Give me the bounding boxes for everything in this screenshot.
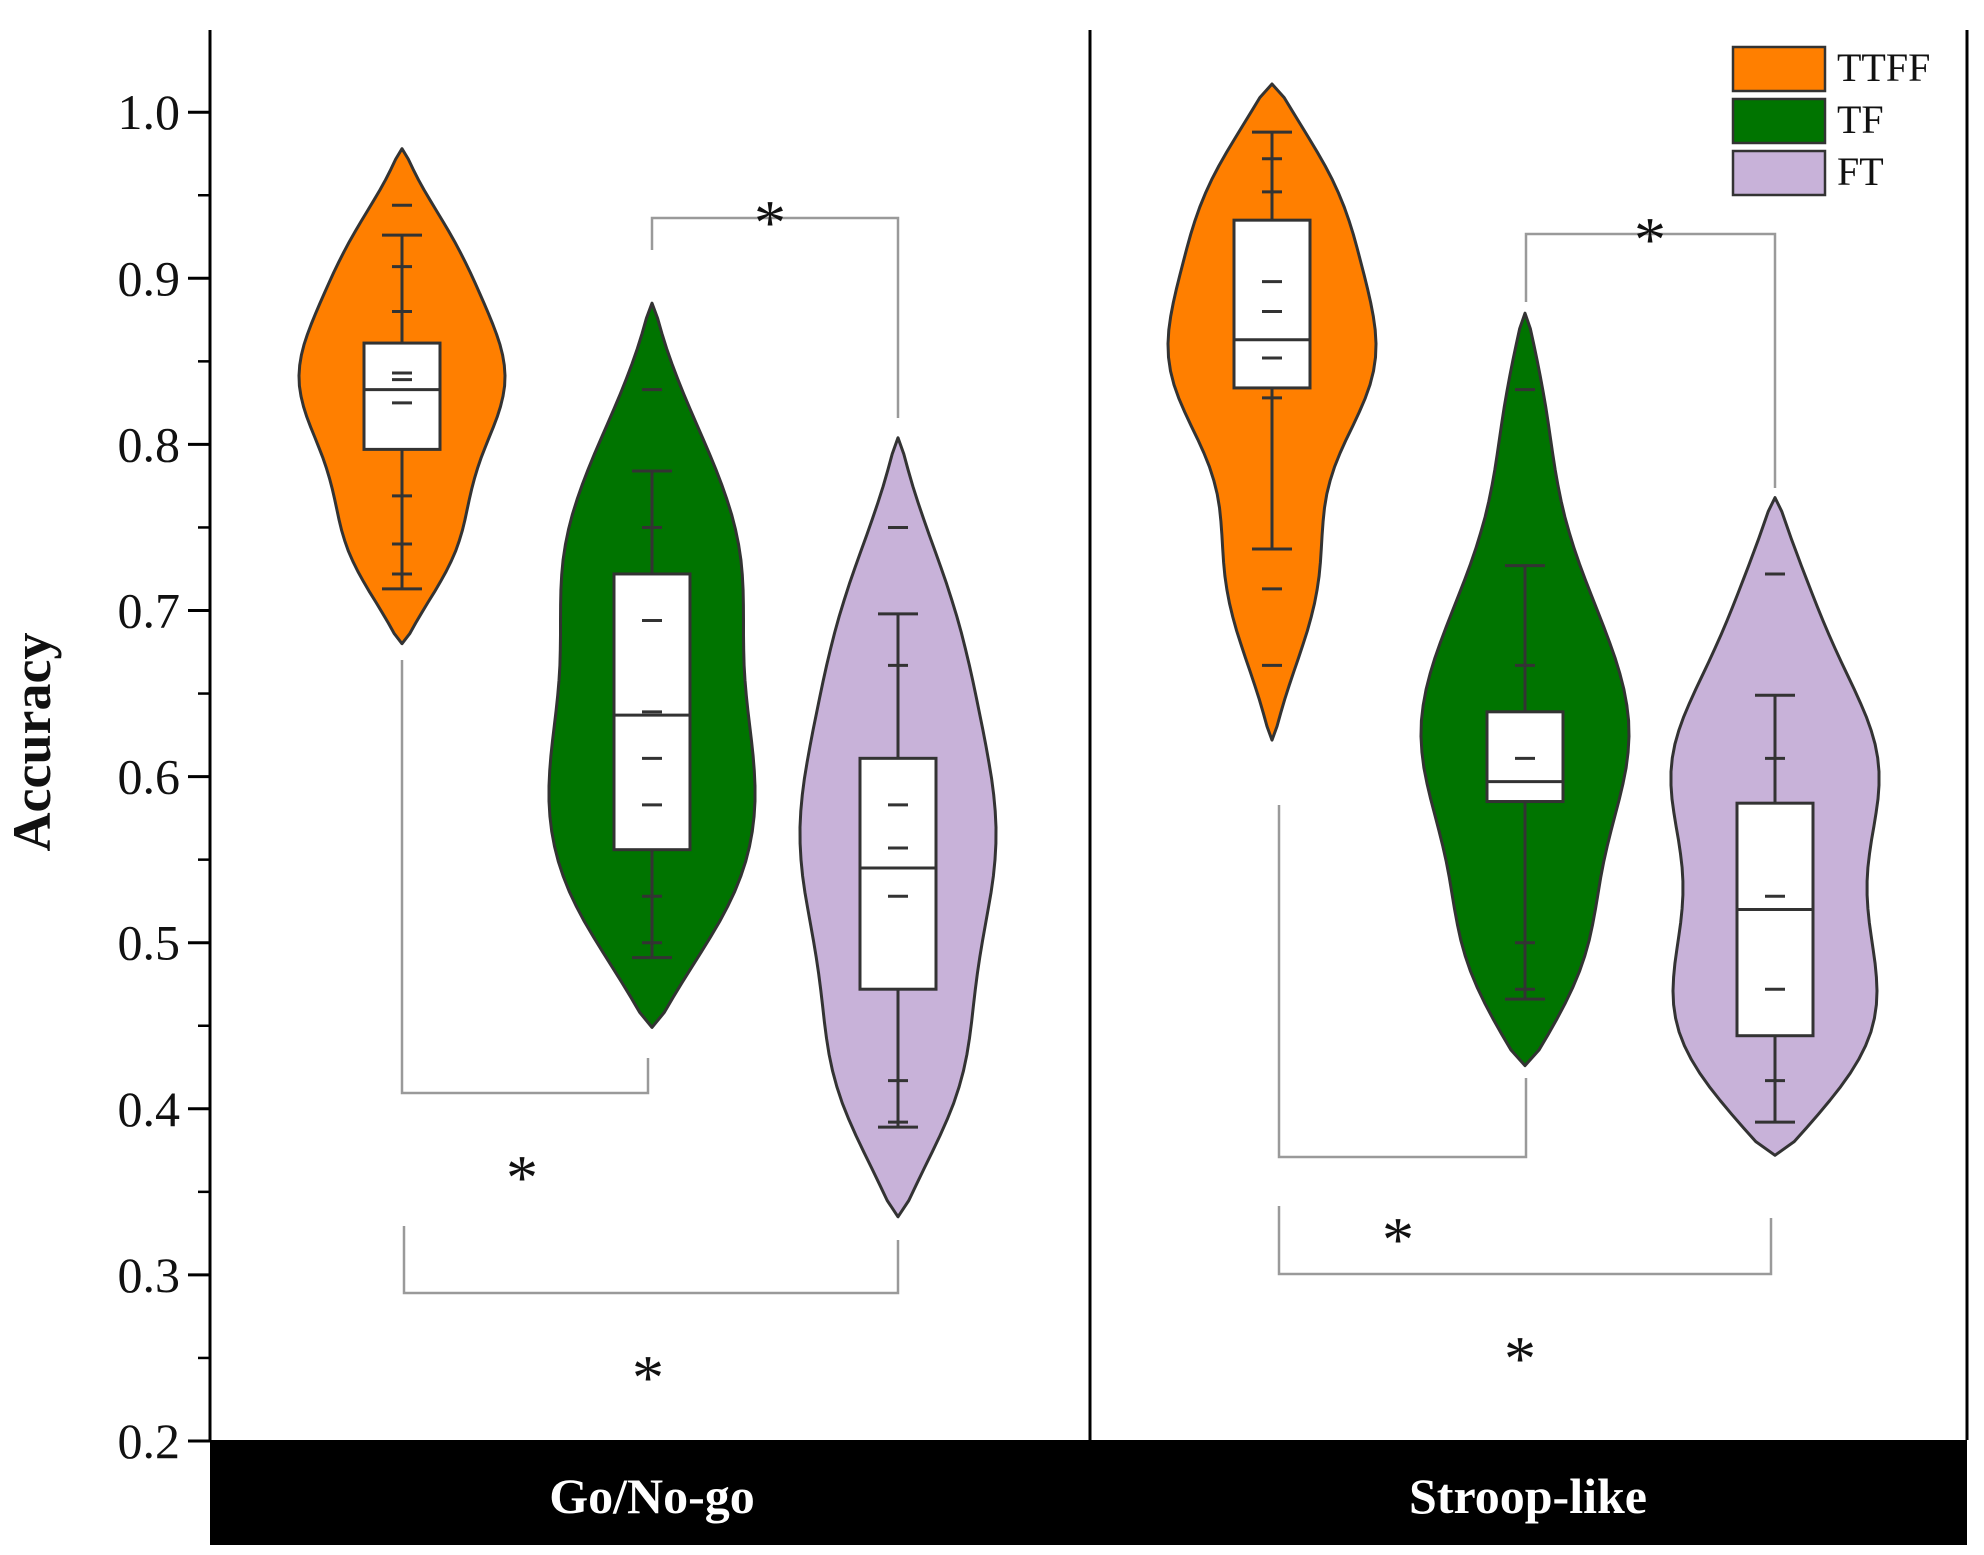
- violin-ft-1: [1669, 496, 1881, 1157]
- bracket-line: [1277, 1206, 1773, 1276]
- panel-label-stroop-like: Stroop-like: [1409, 1468, 1647, 1524]
- significance-bracket: *: [1277, 805, 1528, 1275]
- significance-bracket: *: [1524, 204, 1777, 488]
- legend-label: FT: [1837, 149, 1884, 194]
- bracket-line: [1524, 232, 1777, 488]
- significance-bracket: *: [1277, 1206, 1773, 1394]
- legend-label: TF: [1837, 97, 1884, 142]
- y-tick-label: 0.5: [118, 915, 181, 971]
- significance-star: *: [506, 1142, 538, 1213]
- significance-bracket: *: [402, 1226, 900, 1413]
- legend-item-tf: TF: [1731, 97, 1884, 145]
- legend-item-ttff: TTFF: [1731, 45, 1930, 93]
- y-tick-label: 0.3: [118, 1247, 181, 1303]
- legend-label: TTFF: [1837, 45, 1930, 90]
- violin-tf-1: [1419, 311, 1631, 1068]
- y-tick-label: 0.4: [118, 1081, 181, 1137]
- y-tick-label: 0.2: [118, 1413, 181, 1469]
- significance-star: *: [1634, 204, 1666, 275]
- bracket-line: [402, 1226, 900, 1295]
- y-tick-label: 0.9: [118, 250, 181, 306]
- significance-star: *: [1504, 1323, 1536, 1394]
- significance-star: *: [1382, 1204, 1414, 1275]
- panel-label-bar: [210, 1440, 1967, 1545]
- y-axis-title: Accuracy: [2, 633, 62, 852]
- y-tick-label: 0.8: [118, 416, 181, 472]
- iqr-box: [362, 341, 442, 451]
- significance-star: *: [632, 1342, 664, 1413]
- iqr-box: [1735, 801, 1815, 1038]
- iqr-box: [1232, 218, 1312, 390]
- significance-bracket: *: [400, 660, 650, 1213]
- violin-ttff-1: [1166, 82, 1378, 742]
- panel-label-go-nogo: Go/No-go: [549, 1468, 755, 1524]
- iqr-box: [1485, 710, 1565, 804]
- legend-swatch: [1731, 97, 1827, 145]
- iqr-box: [858, 756, 938, 991]
- significance-bracket: *: [650, 187, 900, 418]
- violin-tf-0: [547, 301, 757, 1029]
- bracket-line: [650, 216, 900, 418]
- y-tick-label: 0.6: [118, 749, 181, 805]
- legend-swatch: [1731, 149, 1827, 197]
- legend-item-ft: FT: [1731, 149, 1884, 197]
- legend-swatch: [1731, 45, 1827, 93]
- violin-ft-0: [798, 436, 998, 1219]
- y-tick-label: 1.0: [118, 84, 181, 140]
- bracket-line: [400, 660, 650, 1095]
- y-tick-label: 0.7: [118, 583, 181, 639]
- violin-ttff-0: [297, 147, 507, 646]
- bracket-line: [1277, 805, 1528, 1159]
- significance-star: *: [754, 187, 786, 258]
